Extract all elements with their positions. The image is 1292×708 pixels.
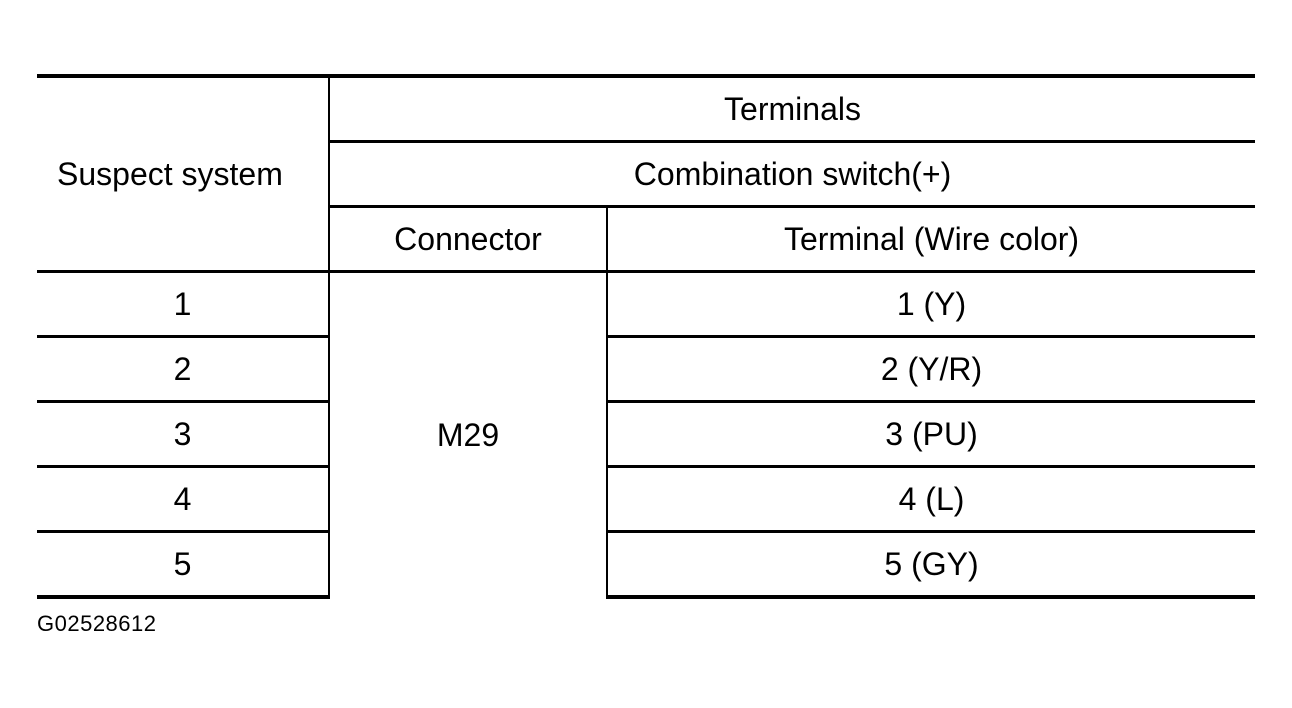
header-combination-switch: Combination switch(+) [329, 140, 1256, 207]
header-suspect-system: Suspect system [37, 74, 330, 272]
row-3-system: 3 [37, 400, 330, 467]
row-3-terminal: 3 (PU) [607, 400, 1256, 467]
header-connector: Connector [329, 205, 608, 272]
row-2-terminal: 2 (Y/R) [607, 335, 1256, 402]
row-5-terminal: 5 (GY) [607, 530, 1256, 599]
row-4-system: 4 [37, 465, 330, 532]
header-terminal-wire-color: Terminal (Wire color) [607, 205, 1256, 272]
terminal-table: Suspect system Terminals Combination swi… [37, 74, 1256, 599]
row-2-system: 2 [37, 335, 330, 402]
row-5-system: 5 [37, 530, 330, 599]
row-1-terminal: 1 (Y) [607, 270, 1256, 337]
figure-id-caption: G02528612 [37, 611, 157, 636]
header-terminals: Terminals [329, 74, 1256, 142]
connector-value: M29 [329, 270, 608, 597]
row-4-terminal: 4 (L) [607, 465, 1256, 532]
row-1-system: 1 [37, 270, 330, 337]
